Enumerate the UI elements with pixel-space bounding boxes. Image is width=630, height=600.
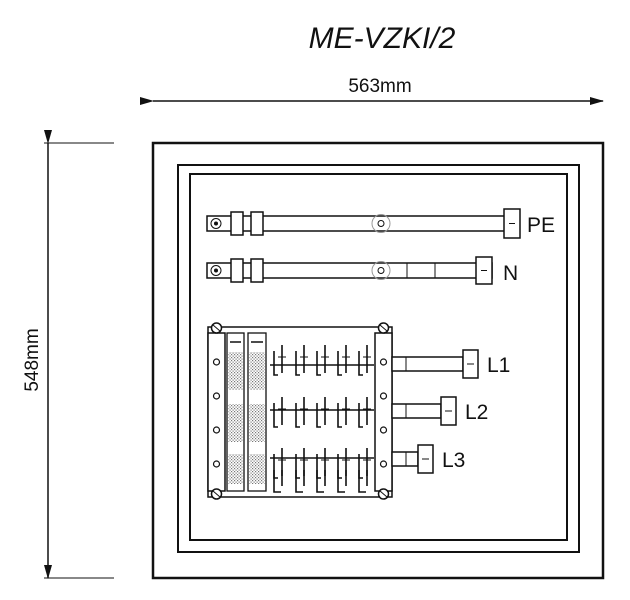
diagram-title: ME-VZKI/2 <box>309 22 456 55</box>
breaker-terminal <box>337 397 347 428</box>
n-hole-center <box>214 268 218 273</box>
phase-busbar-block <box>207 322 393 500</box>
outer-frame <box>151 141 605 580</box>
height-label: 548mm <box>22 328 43 391</box>
breaker-terminal <box>358 345 368 376</box>
breaker-terminal-bottom <box>273 470 281 493</box>
breaker-terminal <box>337 345 347 376</box>
screw-slot <box>379 324 388 332</box>
breaker-terminal <box>295 345 305 376</box>
pe-hole <box>210 218 222 229</box>
n-hole <box>210 265 222 276</box>
breaker-terminal <box>273 397 283 428</box>
phase-output-l2: L2 <box>391 396 488 426</box>
breaker-terminal <box>273 345 283 376</box>
rail-hole <box>379 358 388 366</box>
breaker-terminal <box>316 345 326 376</box>
n-label: N <box>503 262 518 285</box>
pe-clamp <box>250 211 264 236</box>
phase-bar <box>391 356 464 372</box>
rail-hole <box>212 392 221 400</box>
breaker-terminal-bottom <box>337 470 345 493</box>
middle-frame <box>177 164 580 553</box>
n-clamp <box>250 258 264 283</box>
breaker-terminal <box>316 397 326 428</box>
enclosure <box>151 141 605 580</box>
n-busbar: N <box>206 256 518 285</box>
height-dimension: 548mm <box>22 130 114 579</box>
phase-bar <box>391 403 442 419</box>
breaker-terminal <box>295 397 305 428</box>
phase-label: L3 <box>442 449 465 472</box>
pe-label: PE <box>527 214 555 237</box>
cover-hatch <box>249 404 265 442</box>
screw-slot <box>379 490 388 498</box>
pe-mount-center <box>377 220 385 227</box>
cover-hatch <box>249 352 265 390</box>
rail-hole <box>379 426 388 434</box>
cover-hatch <box>228 454 243 484</box>
rail-hole <box>379 392 388 400</box>
width-dimension: 563mm <box>140 76 604 105</box>
screw-slot <box>212 490 221 498</box>
n-mount-center <box>377 267 385 274</box>
pe-mount <box>371 214 391 233</box>
phase-output-l3: L3 <box>391 444 465 474</box>
phase-label: L1 <box>487 354 510 377</box>
inner-frame <box>189 173 568 541</box>
phase-label: L2 <box>465 401 488 424</box>
width-label: 563mm <box>348 76 411 97</box>
rail-hole <box>212 460 221 468</box>
pe-hole-center <box>214 221 218 226</box>
n-bar <box>206 262 493 279</box>
n-mount <box>371 261 391 280</box>
screw-slot <box>212 324 221 332</box>
pe-clamp <box>230 211 244 236</box>
breaker-terminal <box>358 397 368 428</box>
cover-hatch <box>228 404 243 442</box>
cover-hatch <box>249 454 265 484</box>
breaker-terminal-bottom <box>316 470 324 493</box>
breaker-terminal-bottom <box>358 470 366 493</box>
rail-hole <box>212 358 221 366</box>
n-clamp <box>230 258 244 283</box>
rail-hole <box>212 426 221 434</box>
phase-output-l1: L1 <box>391 349 510 379</box>
rail-hole <box>379 460 388 468</box>
breaker-terminal-bottom <box>295 470 303 493</box>
cover-hatch <box>228 352 243 390</box>
phase-bar <box>391 451 419 467</box>
pe-busbar: PE <box>206 208 555 239</box>
